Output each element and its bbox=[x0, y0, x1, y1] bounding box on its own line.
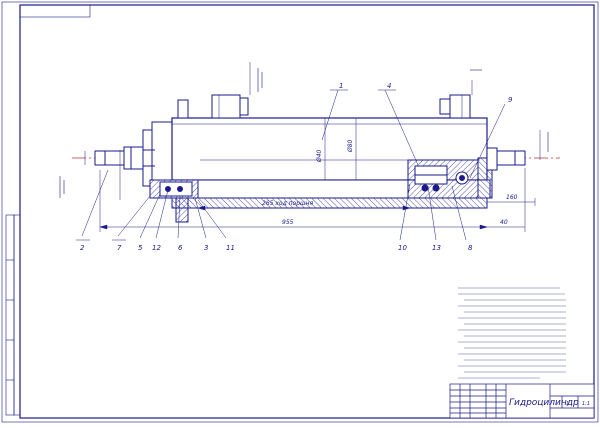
dim-overall-length: 955 bbox=[282, 219, 294, 226]
callout-2: 2 bbox=[80, 244, 85, 252]
callout-numbers: 1 2 3 4 5 6 7 8 9 10 11 12 13 bbox=[80, 82, 513, 252]
rod-eye-left bbox=[94, 146, 145, 170]
rear-cover bbox=[486, 147, 526, 171]
callout-1: 1 bbox=[339, 82, 343, 90]
dim-right-length: 160 bbox=[506, 194, 518, 201]
callout-7: 7 bbox=[117, 244, 122, 252]
front-cover bbox=[142, 121, 173, 199]
dimension-lines bbox=[84, 62, 541, 232]
port-annotations bbox=[59, 68, 549, 198]
callout-8: 8 bbox=[468, 244, 473, 252]
callout-3: 3 bbox=[204, 244, 208, 252]
callout-leaders bbox=[76, 89, 506, 241]
title-block-name: Гидроцилиндр bbox=[509, 398, 579, 408]
callout-6: 6 bbox=[178, 244, 183, 252]
port-left bbox=[177, 94, 249, 119]
sheet-frame bbox=[19, 4, 595, 419]
technical-notes bbox=[458, 287, 566, 379]
dim-rod-diameter: Ø40 bbox=[316, 149, 323, 163]
callout-13: 13 bbox=[432, 244, 441, 252]
callout-5: 5 bbox=[138, 244, 143, 252]
dim-stroke: 265 ход поршня bbox=[262, 200, 313, 207]
title-block-sheet: 1 bbox=[566, 401, 569, 407]
callout-11: 11 bbox=[226, 244, 235, 252]
port-right bbox=[439, 94, 471, 119]
hydraulic-cylinder-assembly bbox=[72, 94, 560, 223]
callout-10: 10 bbox=[398, 244, 407, 252]
top-left-stamp bbox=[19, 4, 91, 18]
callout-9: 9 bbox=[508, 96, 513, 104]
barrel-section bbox=[149, 157, 493, 223]
title-block-scale: 1:1 bbox=[582, 401, 590, 407]
side-registration-strip bbox=[5, 214, 21, 416]
dim-right-end: 40 bbox=[500, 219, 508, 226]
title-block bbox=[449, 383, 595, 419]
callout-4: 4 bbox=[387, 82, 391, 90]
callout-12: 12 bbox=[152, 244, 161, 252]
dimension-texts: 265 ход поршня 955 Ø80 Ø40 40 160 bbox=[262, 139, 518, 226]
dim-bore: Ø80 bbox=[347, 139, 354, 153]
